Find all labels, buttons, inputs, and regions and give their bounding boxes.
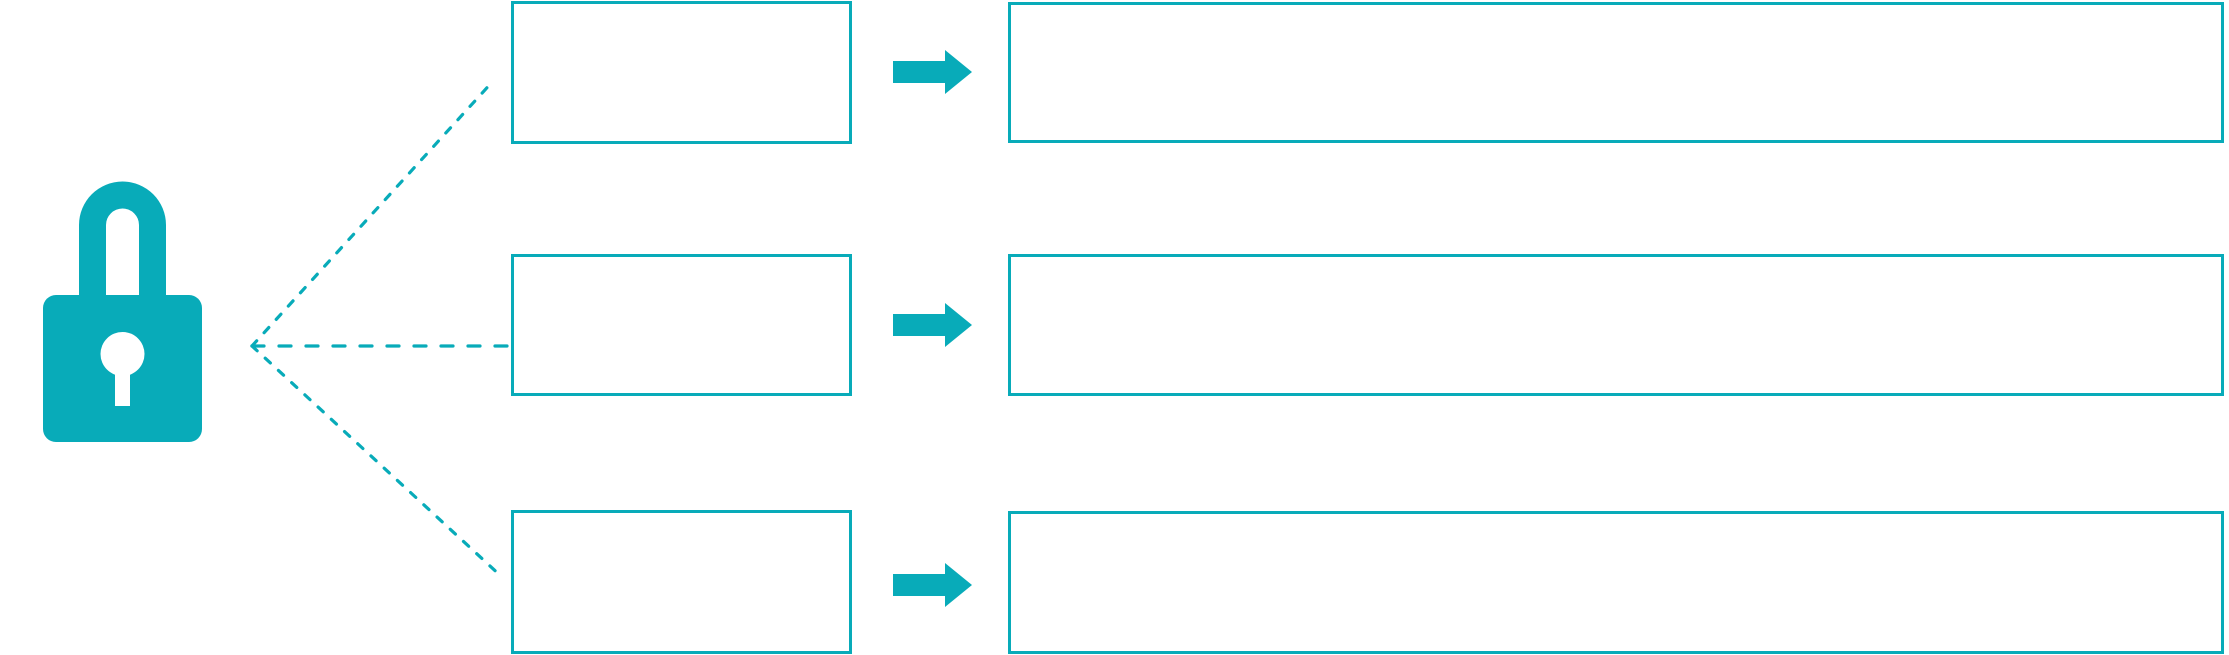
stage-box-1[interactable] <box>511 1 852 144</box>
arrow-right-icon-2 <box>893 303 973 347</box>
flow-row-1 <box>0 0 2229 150</box>
stage-box-2[interactable] <box>511 254 852 396</box>
outcome-box-2[interactable] <box>1008 254 2224 396</box>
flow-row-2 <box>511 254 2224 396</box>
lock-icon <box>30 150 215 442</box>
arrow-right-icon-1 <box>893 50 973 94</box>
outcome-box-1[interactable] <box>1008 2 2224 143</box>
outcome-box-3-label <box>1011 514 2221 651</box>
outcome-box-3[interactable] <box>1008 511 2224 654</box>
stage-box-3[interactable] <box>511 510 852 654</box>
arrow-right-icon-3 <box>893 563 973 607</box>
stage-box-3-label <box>514 513 849 651</box>
